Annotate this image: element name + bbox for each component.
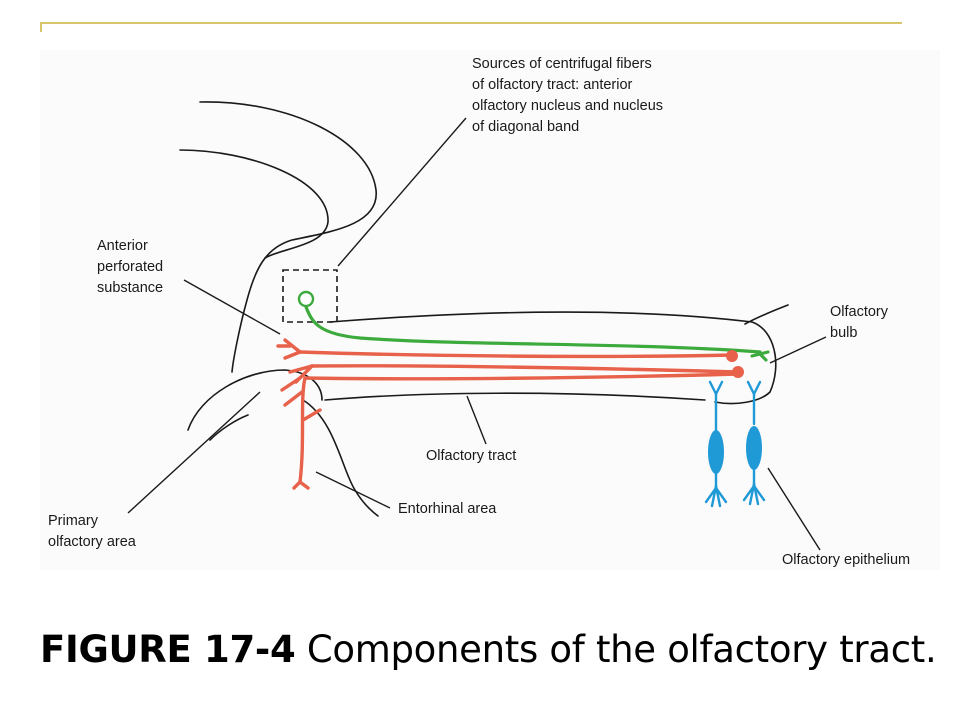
figure-number: FIGURE 17-4	[40, 628, 296, 671]
label-line: of diagonal band	[472, 119, 580, 135]
label-entorhinal-area: Entorhinal area	[398, 501, 497, 517]
hippocampal-curve	[302, 399, 379, 517]
leader-sources	[337, 117, 467, 267]
bulb-top-curve	[744, 304, 789, 325]
label-line: of olfactory tract: anterior	[472, 77, 633, 93]
label-line: Olfactory	[830, 304, 889, 320]
leader-lines	[127, 117, 827, 551]
temporal-lobe-curve	[187, 369, 323, 431]
nucleus-dashed-box	[282, 269, 338, 323]
leader-olfactory-tract	[466, 395, 487, 445]
upper-cortex-curve	[199, 101, 377, 373]
bulb-outline	[329, 311, 777, 405]
olfactory-tract-fibers	[276, 338, 739, 490]
olfactory-receptor-cells	[704, 380, 766, 508]
header-rule	[40, 22, 902, 24]
tract-underside	[324, 392, 706, 401]
inner-cortex-curve	[179, 149, 329, 259]
label-line: olfactory area	[48, 534, 136, 550]
leader-olfactory-bulb	[769, 336, 827, 364]
label-olfactory-tract: Olfactory tract	[426, 448, 517, 464]
label-line: Primary	[48, 513, 98, 529]
label-line: Anterior	[97, 238, 148, 254]
receptor-cell-right	[742, 380, 766, 506]
mitral-cell-upper	[726, 350, 738, 362]
label-line: Sources of centrifugal fibers	[472, 56, 652, 72]
red-fiber-upper	[298, 350, 734, 359]
leader-entorhinal	[315, 471, 391, 509]
leader-primary-olfactory	[127, 391, 261, 514]
label-centrifugal-sources: Sources of centrifugal fibers of olfacto…	[472, 54, 663, 138]
figure-panel	[40, 50, 940, 570]
label-line: perforated	[97, 259, 164, 275]
label-anterior-perforated-substance: Anterior perforated substance	[97, 236, 163, 299]
header-rule-tick	[40, 22, 42, 32]
leader-anterior-perforated	[183, 279, 281, 335]
centrifugal-source-cell	[297, 290, 315, 308]
brain-outline	[179, 101, 789, 517]
label-line: olfactory nucleus and nucleus	[472, 98, 664, 114]
label-olfactory-bulb: Olfactory bulb	[830, 302, 888, 344]
label-line: bulb	[830, 325, 858, 341]
leader-olfactory-epithelium	[767, 467, 821, 551]
label-olfactory-epithelium: Olfactory epithelium	[782, 552, 911, 568]
mitral-cell-lower	[732, 366, 744, 378]
label-line: substance	[97, 280, 164, 296]
red-fiber-lower	[298, 372, 739, 484]
red-fiber-middle	[310, 364, 739, 374]
receptor-cell-left	[704, 380, 728, 508]
figure-caption: FIGURE 17-4 Components of the olfactory …	[40, 628, 937, 671]
lower-lobe-curve	[209, 414, 249, 441]
label-primary-olfactory-area: Primary olfactory area	[48, 511, 136, 553]
figure-caption-text: Components of the olfactory tract.	[295, 628, 937, 671]
centrifugal-fiber	[304, 305, 770, 362]
